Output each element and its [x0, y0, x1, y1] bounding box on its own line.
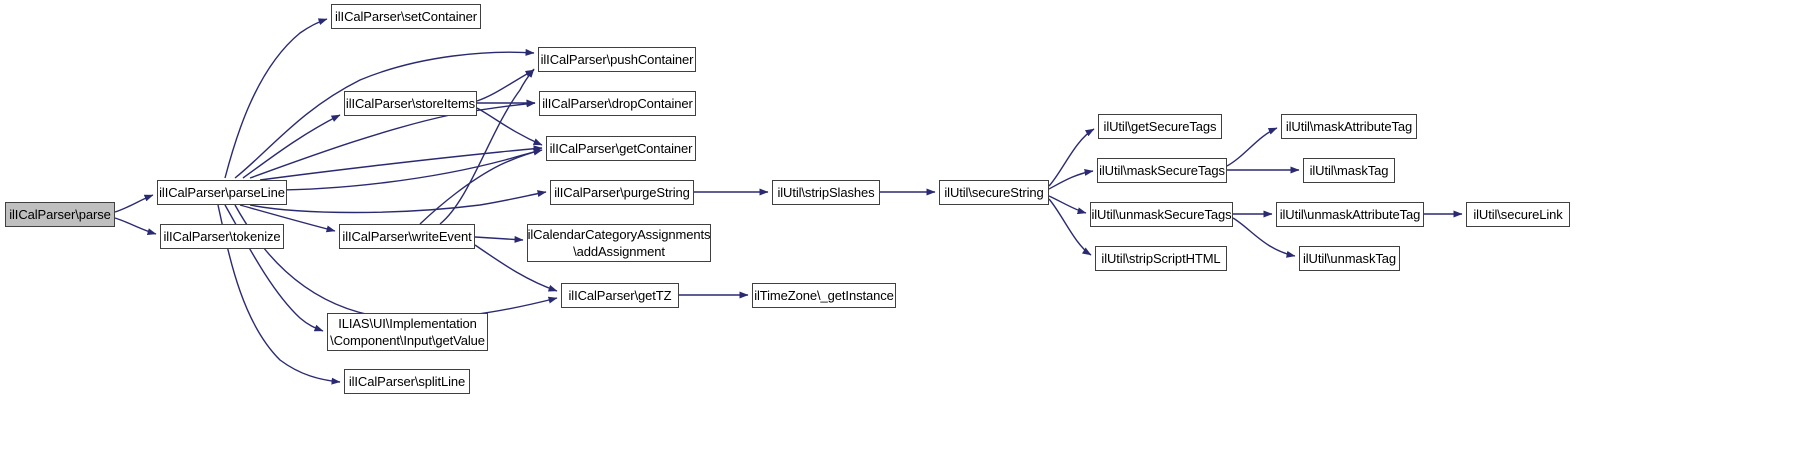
graph-edge-secureString-to-getSecureTags	[1048, 128, 1095, 187]
graph-edge-writeEvent-to-getContainer	[419, 148, 543, 225]
graph-node-label: ilICalParser\dropContainer	[542, 96, 693, 111]
graph-edge-parseLine-to-getContainer	[269, 148, 543, 191]
graph-node-label: ilCalendarCategoryAssignments \addAssign…	[527, 227, 711, 259]
graph-edge-parseLine-to-purgeString	[249, 190, 547, 214]
graph-node-label: ilUtil\maskSecureTags	[1099, 163, 1225, 178]
graph-node-unmaskTag[interactable]: ilUtil\unmaskTag	[1299, 246, 1400, 271]
graph-node-maskAttributeTag[interactable]: ilUtil\maskAttributeTag	[1281, 114, 1417, 139]
graph-node-storeItems[interactable]: ilICalParser\storeItems	[344, 91, 477, 116]
graph-node-label: ilICalParser\pushContainer	[540, 52, 694, 67]
graph-node-dropContainer[interactable]: ilICalParser\dropContainer	[539, 91, 696, 116]
graph-edge-parseLine-to-getContainer	[259, 145, 543, 181]
graph-node-label: ilUtil\maskTag	[1309, 163, 1389, 178]
graph-node-stripScriptHTML[interactable]: ilUtil\stripScriptHTML	[1095, 246, 1227, 271]
graph-node-label: ilUtil\unmaskAttributeTag	[1279, 207, 1421, 222]
graph-node-label: ilUtil\unmaskSecureTags	[1091, 207, 1232, 222]
graph-node-label: ILIAS\UI\Implementation \Component\Input…	[330, 316, 485, 348]
graph-node-getValue[interactable]: ILIAS\UI\Implementation \Component\Input…	[327, 313, 488, 351]
graph-node-label: ilICalParser\tokenize	[163, 229, 281, 244]
graph-node-parse[interactable]: ilICalParser\parse	[5, 202, 115, 227]
graph-node-label: ilICalParser\parse	[9, 207, 111, 222]
graph-node-unmaskSecureTags[interactable]: ilUtil\unmaskSecureTags	[1090, 202, 1233, 227]
graph-node-label: ilICalParser\parseLine	[159, 185, 285, 200]
graph-node-label: ilTimeZone\_getInstance	[754, 288, 894, 303]
graph-node-label: ilICalParser\writeEvent	[342, 229, 472, 244]
graph-edge-secureString-to-maskSecureTags	[1048, 168, 1094, 190]
graph-node-getInstance[interactable]: ilTimeZone\_getInstance	[752, 283, 896, 308]
graph-node-label: ilUtil\secureLink	[1473, 207, 1563, 222]
graph-node-getContainer[interactable]: ilICalParser\getContainer	[546, 136, 696, 161]
graph-node-label: ilUtil\secureString	[944, 185, 1044, 200]
graph-node-label: ilICalParser\setContainer	[334, 9, 477, 24]
graph-node-unmaskAttributeTag[interactable]: ilUtil\unmaskAttributeTag	[1276, 202, 1424, 227]
graph-node-label: ilICalParser\splitLine	[348, 374, 466, 389]
graph-edge-parseLine-to-storeItems	[242, 114, 341, 179]
graph-node-purgeString[interactable]: ilICalParser\purgeString	[550, 180, 694, 205]
graph-node-getTZ[interactable]: ilICalParser\getTZ	[561, 283, 679, 308]
graph-node-pushContainer[interactable]: ilICalParser\pushContainer	[538, 47, 696, 72]
graph-node-label: ilICalParser\getTZ	[568, 288, 672, 303]
graph-node-secureLink[interactable]: ilUtil\secureLink	[1466, 202, 1570, 227]
graph-node-maskTag[interactable]: ilUtil\maskTag	[1303, 158, 1395, 183]
graph-node-splitLine[interactable]: ilICalParser\splitLine	[344, 369, 470, 394]
graph-edge-maskSecureTags-to-maskAttributeTag	[1226, 127, 1278, 167]
graph-edge-storeItems-to-pushContainer	[476, 69, 535, 102]
graph-edge-secureString-to-unmaskSecureTags	[1048, 195, 1087, 215]
graph-node-tokenize[interactable]: ilICalParser\tokenize	[160, 224, 284, 249]
graph-edge-parse-to-parseLine	[114, 194, 154, 213]
graph-node-label: ilUtil\stripSlashes	[777, 185, 875, 200]
graph-node-writeEvent[interactable]: ilICalParser\writeEvent	[339, 224, 475, 249]
graph-node-stripSlashes[interactable]: ilUtil\stripSlashes	[772, 180, 880, 205]
graph-node-label: ilUtil\stripScriptHTML	[1101, 251, 1221, 266]
graph-node-label: ilUtil\maskAttributeTag	[1285, 119, 1413, 134]
graph-edge-parseLine-to-getTZ	[234, 204, 558, 319]
graph-node-secureString[interactable]: ilUtil\secureString	[939, 180, 1049, 205]
graph-node-label: ilUtil\unmaskTag	[1302, 251, 1397, 266]
graph-edge-parse-to-tokenize	[114, 217, 157, 236]
graph-node-label: ilICalParser\getContainer	[549, 141, 693, 156]
graph-node-label: ilUtil\getSecureTags	[1103, 119, 1217, 134]
graph-edge-writeEvent-to-addAssignment	[474, 235, 524, 243]
graph-edge-secureString-to-stripScriptHTML	[1048, 198, 1092, 256]
graph-node-maskSecureTags[interactable]: ilUtil\maskSecureTags	[1097, 158, 1227, 183]
graph-node-parseLine[interactable]: ilICalParser\parseLine	[157, 180, 287, 205]
graph-edge-storeItems-to-getContainer	[476, 107, 543, 146]
graph-node-setContainer[interactable]: ilICalParser\setContainer	[331, 4, 481, 29]
graph-node-addAssignment[interactable]: ilCalendarCategoryAssignments \addAssign…	[527, 224, 711, 262]
graph-node-label: ilICalParser\storeItems	[345, 96, 476, 111]
graph-node-label: ilICalParser\purgeString	[554, 185, 690, 200]
graph-edge-parseLine-to-setContainer	[224, 18, 328, 179]
graph-node-getSecureTags[interactable]: ilUtil\getSecureTags	[1098, 114, 1222, 139]
